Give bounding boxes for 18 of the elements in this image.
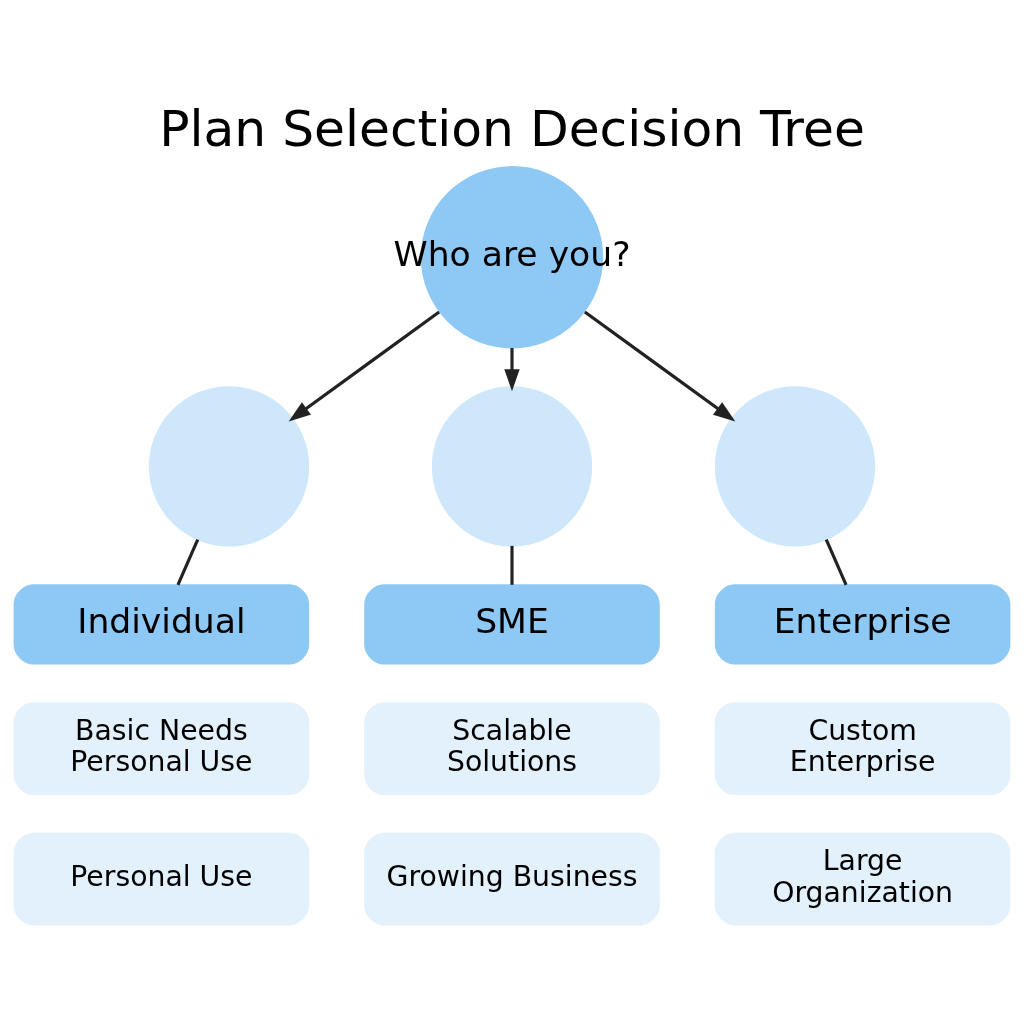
node-box: Custom Enterprise — [714, 702, 1011, 795]
node-box: Enterprise — [714, 584, 1011, 665]
node-box: Growing Business — [364, 832, 660, 926]
node-box: SME — [364, 584, 660, 665]
arrow — [583, 310, 736, 422]
node-box: Individual — [13, 584, 310, 665]
node-box: Large Organization — [714, 832, 1011, 926]
arrow — [504, 348, 520, 392]
node-label: Who are you? — [393, 234, 631, 275]
node-box: Personal Use — [13, 832, 310, 926]
arrow — [288, 310, 441, 422]
connector — [824, 538, 848, 586]
diagram-title: Plan Selection Decision Tree — [159, 98, 865, 158]
node-circle — [431, 386, 593, 547]
node-box: Scalable Solutions — [364, 702, 660, 795]
connector — [510, 545, 514, 585]
connector — [176, 538, 200, 586]
node-box: Basic Needs Personal Use — [13, 702, 310, 795]
